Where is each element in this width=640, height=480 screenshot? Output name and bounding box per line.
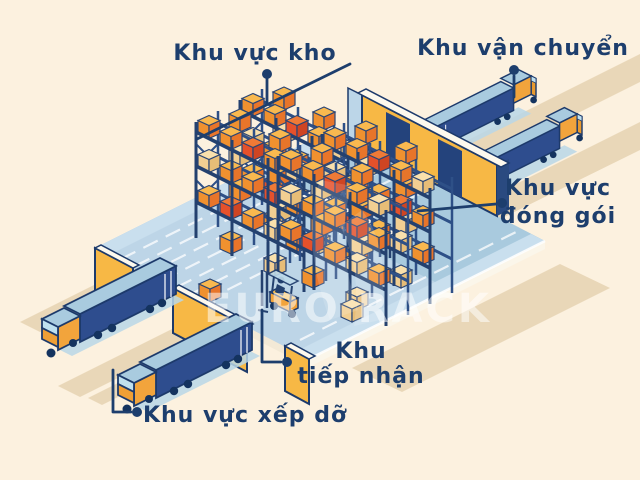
- platform-shadow: [352, 264, 610, 392]
- callout-transport: Khu vận chuyển: [417, 35, 629, 99]
- watermark-text: EURO RACK: [204, 286, 492, 332]
- watermark: EURO RACK: [204, 180, 492, 332]
- label-storage: Khu vực kho: [173, 41, 336, 66]
- callout-storage: Khu vực kho: [173, 41, 352, 141]
- label-packing-line1: Khu vực: [505, 176, 611, 201]
- forklift: [257, 269, 300, 318]
- label-receiving-line1: Khu: [335, 339, 386, 364]
- label-receiving-line2: tiếp nhận: [297, 364, 424, 389]
- callout-packing: Khu vực đóng gói: [416, 176, 616, 229]
- callout-receiving: Khu tiếp nhận: [260, 308, 424, 389]
- label-packing-line2: đóng gói: [500, 204, 616, 229]
- callout-unloading: Khu vực xếp dỡ: [111, 368, 347, 428]
- label-unloading: Khu vực xếp dỡ: [143, 403, 347, 428]
- dock-door: [438, 139, 462, 198]
- label-transport: Khu vận chuyển: [417, 35, 629, 61]
